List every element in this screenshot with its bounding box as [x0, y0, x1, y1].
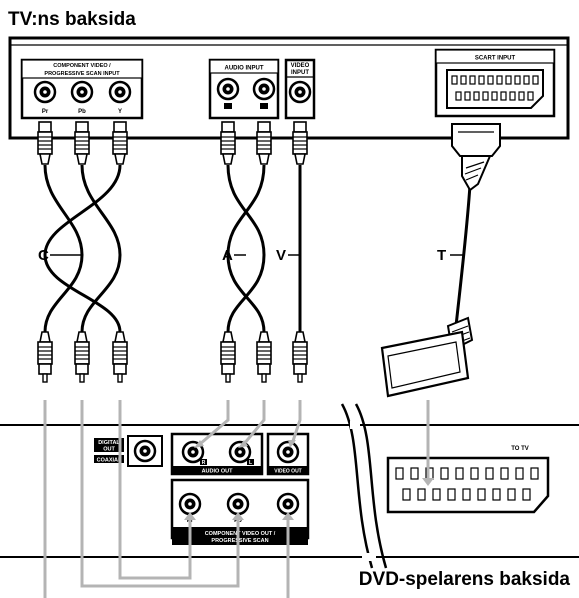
cable-label-c: C [38, 247, 49, 264]
digital-out-label-1: DIGITAL [98, 440, 120, 446]
tv-video-input-label-2: INPUT [291, 70, 309, 76]
dvd-video-jack[interactable] [276, 440, 300, 464]
component-out-label-2: PROGRESSIVE SCAN [211, 538, 268, 544]
tv-pr-label: Pr [42, 109, 49, 115]
to-tv-label: TO TV [511, 446, 529, 452]
dvd-back-title: DVD-spelarens baksida [359, 569, 571, 590]
tv-pb-label: Pb [78, 109, 86, 115]
tv-back-title: TV:ns baksida [8, 9, 136, 30]
tv-audio-input-label: AUDIO INPUT [225, 66, 264, 72]
dvd-rear-panel: DIGITAL OUT COAXIAL AUDIO OUT R L VIDEO … [0, 403, 579, 569]
cable-label-v: V [276, 247, 286, 264]
cable-label-a: A [222, 247, 233, 264]
tv-scart-label: SCART INPUT [475, 56, 516, 62]
component-cable-c [43, 164, 122, 333]
dvd-scart-out[interactable]: TO TV [386, 446, 550, 514]
video-out-label: VIDEO OUT [274, 469, 302, 475]
scart-plug-dvd [380, 316, 474, 398]
tv-y-label: Y [118, 109, 122, 115]
tv-audio-r-jack[interactable] [216, 77, 240, 101]
tv-video-input: VIDEO INPUT [284, 58, 316, 120]
component-out-label-1: COMPONENT VIDEO OUT / [205, 531, 276, 537]
tv-component-label-2: PROGRESSIVE SCAN INPUT [44, 71, 120, 77]
dvd-end-plugs [37, 331, 308, 383]
scart-plug-tv [451, 123, 501, 192]
tv-video-input-label-1: VIDEO [291, 63, 310, 69]
guide-lines [43, 400, 430, 598]
tv-video-jack[interactable] [288, 80, 312, 104]
dvd-pb-jack[interactable] [226, 492, 250, 516]
audio-out-l-label: L [249, 460, 252, 466]
coaxial-label: COAXIAL [97, 458, 122, 464]
tv-pb-jack[interactable] [70, 80, 94, 104]
tv-rear-panel: COMPONENT VIDEO / PROGRESSIVE SCAN INPUT… [8, 36, 570, 140]
tv-audio-input: AUDIO INPUT [208, 58, 280, 120]
tv-component-label-1: COMPONENT VIDEO / [53, 63, 111, 69]
tv-scart-input[interactable]: SCART INPUT [434, 48, 556, 118]
dvd-coaxial-jack[interactable] [133, 439, 157, 463]
guide-arrowheads [184, 440, 434, 520]
audio-out-label: AUDIO OUT [202, 469, 234, 475]
cable-label-t: T [437, 247, 446, 264]
tv-pr-jack[interactable] [33, 80, 57, 104]
dvd-component-out: COMPONENT VIDEO OUT / PROGRESSIVE SCAN P… [170, 478, 310, 545]
dvd-digital-out: DIGITAL OUT COAXIAL [94, 435, 163, 467]
audio-cable-a [226, 164, 266, 333]
tv-y-jack[interactable] [108, 80, 132, 104]
audio-out-r-label: R [202, 460, 206, 466]
digital-out-label-2: OUT [103, 447, 115, 453]
tv-audio-l-jack[interactable] [252, 77, 276, 101]
dvd-video-out: VIDEO OUT [266, 432, 310, 476]
cable-labels: C A V T [38, 247, 464, 264]
dvd-y-jack[interactable] [276, 492, 300, 516]
tv-component-input: COMPONENT VIDEO / PROGRESSIVE SCAN INPUT… [20, 58, 144, 120]
dvd-pr-jack[interactable] [178, 492, 202, 516]
